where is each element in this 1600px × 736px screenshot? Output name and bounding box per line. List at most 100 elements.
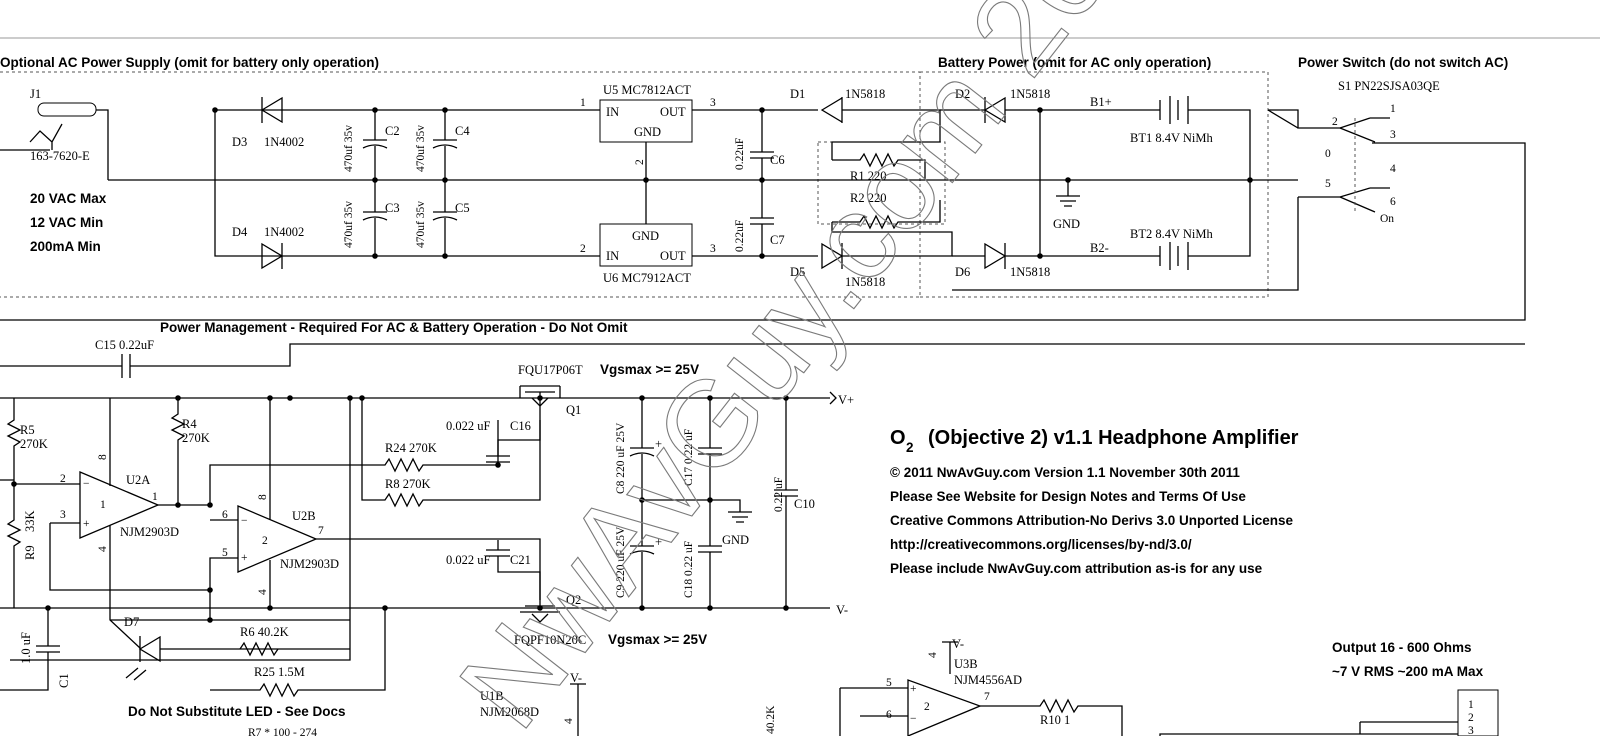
q2-part: FQPF10N20C bbox=[514, 633, 586, 647]
d7-label: D7 bbox=[124, 615, 139, 629]
r24-label: R24 270K bbox=[385, 441, 437, 455]
u1b-label: U1B bbox=[480, 689, 504, 703]
u3b-plus: + bbox=[910, 683, 917, 695]
title-line-4: http://creativecommons.org/licenses/by-n… bbox=[890, 537, 1192, 552]
r24-r8: R24 270K R8 270K bbox=[10, 398, 541, 661]
u3b-pin7: 7 bbox=[984, 691, 990, 703]
c2-label: C2 bbox=[385, 124, 400, 138]
r5-value: 270K bbox=[20, 437, 48, 451]
u6-label: U6 MC7912ACT bbox=[603, 271, 691, 285]
s1-on-label: On bbox=[1380, 213, 1394, 225]
vminus-label: V- bbox=[836, 603, 848, 617]
d5-part: 1N5818 bbox=[845, 275, 885, 289]
output-heading: Output 16 - 600 Ohms bbox=[1332, 640, 1472, 655]
battery-bt2: B2- BT2 8.4V NiMh bbox=[1090, 180, 1251, 270]
u2a-label: U2A bbox=[126, 473, 150, 487]
u5-gnd: GND bbox=[634, 125, 661, 139]
u3b-pin5: 5 bbox=[886, 677, 892, 689]
u2b-pin6: 6 bbox=[222, 509, 228, 521]
power-switch-s1: S1 PN22SJSA03QE 2 1 3 0 5 4 6 On bbox=[0, 79, 1526, 321]
ac-rails bbox=[108, 109, 1250, 257]
u6-pin2: 2 bbox=[580, 243, 586, 255]
c9-plus: + bbox=[655, 535, 662, 549]
u3b-pin4: 4 bbox=[927, 652, 939, 658]
r10-label: R10 1 bbox=[1040, 713, 1070, 727]
r1-label: R1 220 bbox=[850, 169, 886, 183]
u2b-minus: − bbox=[241, 515, 248, 527]
diode-d6: D6 1N5818 bbox=[952, 242, 1160, 279]
ac-spec-min: 12 VAC Min bbox=[30, 215, 103, 230]
title-main: (Objective 2) v1.1 Headphone Amplifier bbox=[928, 427, 1299, 449]
q1-part: FQU17P06T bbox=[518, 363, 583, 377]
resistors-r1-r2: R1 220 R2 220 bbox=[832, 152, 941, 230]
d1-label: D1 bbox=[790, 87, 805, 101]
q1-vgs-note: Vgsmax >= 25V bbox=[600, 362, 699, 377]
u5-in: IN bbox=[606, 105, 619, 119]
u1b-pin4: 4 bbox=[563, 718, 575, 724]
vminus-rail: V- bbox=[0, 603, 848, 617]
r4-value: 270K bbox=[182, 431, 210, 445]
c17-label: C17 0.22 uF bbox=[683, 429, 695, 486]
u2b-label: U2B bbox=[292, 509, 316, 523]
r2-label: R2 220 bbox=[850, 191, 886, 205]
u2a-pin4: 4 bbox=[97, 546, 109, 552]
q1-label: Q1 bbox=[566, 403, 581, 417]
bottom-resistor-value: 40.2K bbox=[765, 705, 777, 734]
q2-vgs-note: Vgsmax >= 25V bbox=[608, 632, 707, 647]
u3b-label: U3B bbox=[954, 657, 978, 671]
u5-pin3: 3 bbox=[710, 97, 716, 109]
caps-c8-c9-c17-c18: + + C8 220 uF 25V C9 220 uF 25V C17 0.22… bbox=[615, 398, 815, 608]
u3b-pin6: 6 bbox=[886, 709, 892, 721]
regulator-u6: U6 MC7912ACT GND IN OUT 2 3 bbox=[580, 180, 716, 285]
title-o: O bbox=[890, 427, 906, 449]
c21-value: 0.022 uF bbox=[446, 553, 491, 567]
r8-label: R8 270K bbox=[385, 477, 431, 491]
c3-value: 470uf 35v bbox=[343, 201, 355, 248]
title-line-5: Please include NwAvGuy.com attribution a… bbox=[890, 561, 1263, 576]
u2b-pin7: 7 bbox=[318, 525, 324, 537]
u2a-part: NJM2903D bbox=[120, 525, 179, 539]
output-connector: Output 16 - 600 Ohms ~7 V RMS ~200 mA Ma… bbox=[1159, 640, 1499, 736]
u2b-plus: + bbox=[241, 552, 248, 564]
c21-label: C21 bbox=[510, 553, 531, 567]
diode-d4: D4 1N4002 bbox=[232, 225, 304, 270]
d4-label: D4 bbox=[232, 225, 248, 239]
d4-part: 1N4002 bbox=[264, 225, 304, 239]
u6-gnd: GND bbox=[632, 229, 659, 243]
ac-spec-text: 20 VAC Max 12 VAC Min 200mA Min bbox=[30, 191, 107, 254]
u2b-pin8: 8 bbox=[257, 494, 269, 500]
j1-part: 163-7620-E bbox=[30, 149, 90, 163]
c4-label: C4 bbox=[455, 124, 470, 138]
d2-label: D2 bbox=[955, 87, 970, 101]
r9-label: R9 bbox=[23, 545, 37, 560]
u2b-pin2-int: 2 bbox=[262, 535, 268, 547]
u2b-pin5: 5 bbox=[222, 547, 228, 559]
c5-value: 470uf 35v bbox=[415, 201, 427, 248]
caps-c2-c5: C2 C4 C3 C5 470uf 35v 470uf 35v 470uf 35… bbox=[343, 110, 470, 256]
u3b-vminus: V- bbox=[952, 637, 964, 651]
diode-d5: D5 1N5818 bbox=[790, 222, 953, 289]
c1-value: 1.0 uF bbox=[19, 632, 33, 664]
led-note: Do Not Substitute LED - See Docs bbox=[128, 704, 346, 719]
title-block: O 2 (Objective 2) v1.1 Headphone Amplifi… bbox=[890, 427, 1299, 576]
c10-value: 0.22 uF bbox=[773, 477, 785, 512]
c7-value: 0.22uF bbox=[734, 220, 746, 252]
title-line-2: Please See Website for Design Notes and … bbox=[890, 489, 1246, 504]
u3b-pin2-int: 2 bbox=[924, 701, 930, 713]
output-subheading: ~7 V RMS ~200 mA Max bbox=[1332, 664, 1484, 679]
r25-label: R25 1.5M bbox=[254, 665, 305, 679]
c9-label: C9 220 uF 25V bbox=[615, 526, 627, 598]
battery-gnd-label: GND bbox=[1053, 217, 1080, 231]
mosfet-q2: FQPF10N20C Q2 0.022 uF C21 bbox=[446, 540, 586, 647]
d1-part: 1N5818 bbox=[845, 87, 885, 101]
u6-pin3: 3 bbox=[710, 243, 716, 255]
ac-spec-max: 20 VAC Max bbox=[30, 191, 107, 206]
jack-j1: J1 163-7620-E bbox=[0, 87, 109, 180]
u2b-pin4: 4 bbox=[257, 589, 269, 595]
u5-pin1: 1 bbox=[580, 97, 586, 109]
r4: R4 270K bbox=[170, 398, 210, 505]
d6-part: 1N5818 bbox=[1010, 265, 1050, 279]
u3b-part: NJM4556AD bbox=[954, 673, 1022, 687]
u6-out: OUT bbox=[660, 249, 686, 263]
